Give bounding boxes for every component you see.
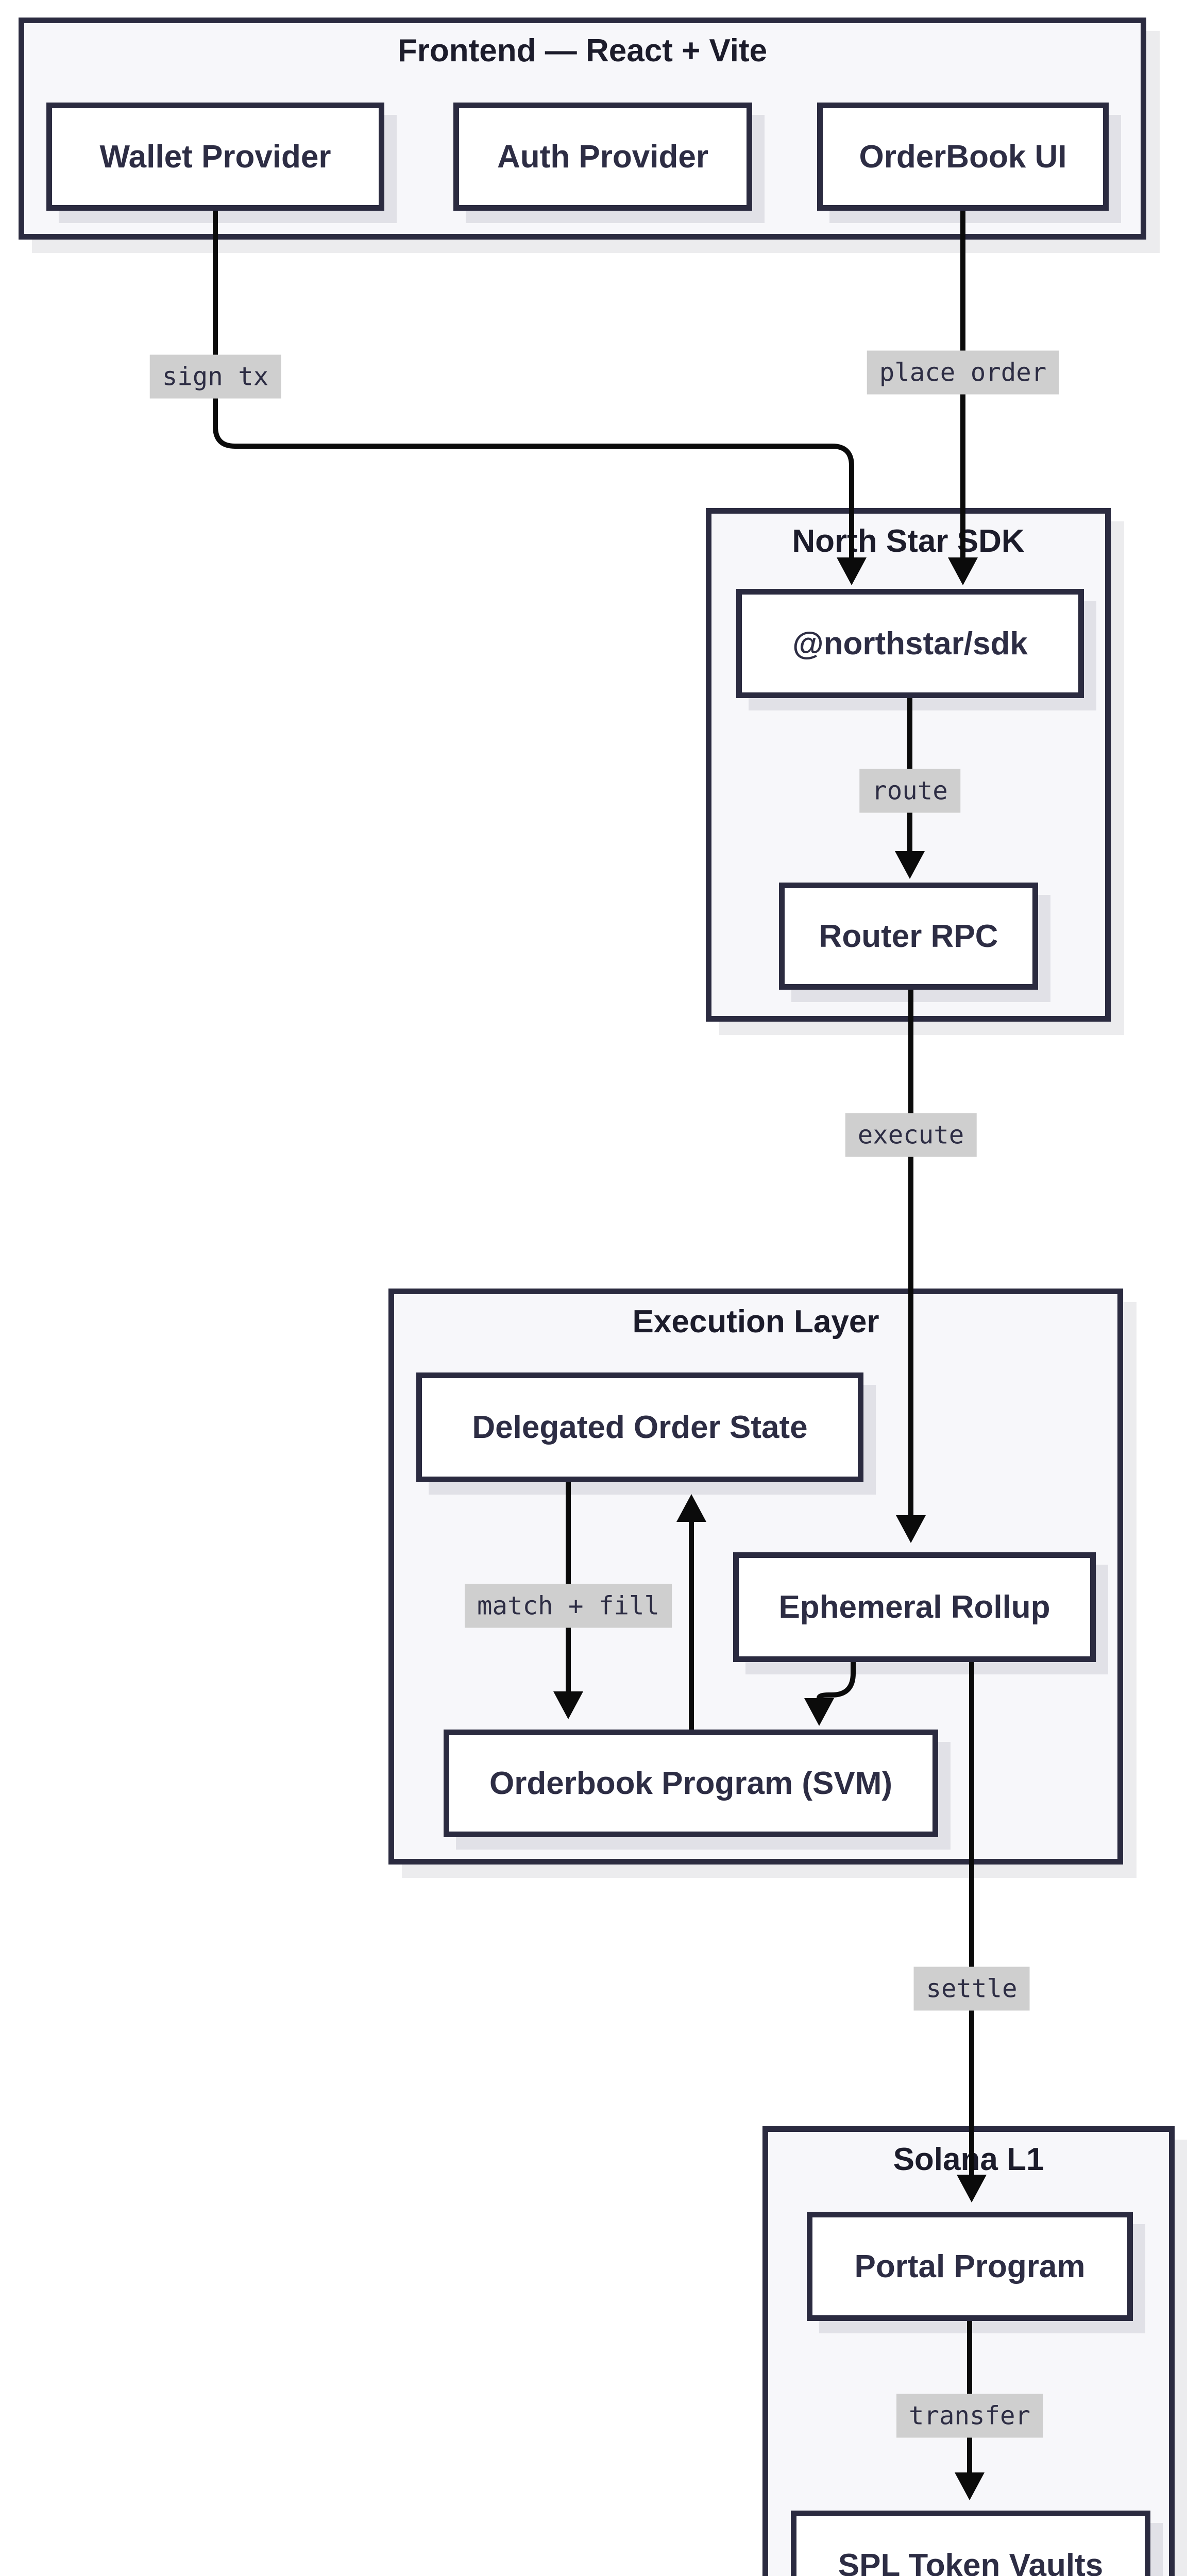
edge-label-route: route xyxy=(859,769,960,813)
node-northstar-sdk-package: @northstar/sdk xyxy=(736,589,1084,698)
node-auth-provider-label: Auth Provider xyxy=(497,139,708,175)
edge-label-sign-tx: sign tx xyxy=(149,354,281,399)
node-wallet-provider-label: Wallet Provider xyxy=(99,139,331,175)
edge-label-transfer: transfer xyxy=(896,2394,1043,2438)
edge-label-match-fill: match + fill xyxy=(464,1584,672,1628)
node-orderbook-program: Orderbook Program (SVM) xyxy=(444,1730,938,1837)
node-ephemeral-rollup: Ephemeral Rollup xyxy=(733,1552,1096,1662)
node-orderbook-program-label: Orderbook Program (SVM) xyxy=(489,1766,892,1801)
edge-sign-tx xyxy=(213,211,854,557)
node-portal-program: Portal Program xyxy=(807,2212,1133,2321)
cluster-execution-layer-title: Execution Layer xyxy=(632,1304,879,1340)
node-router-rpc: Router RPC xyxy=(779,883,1038,990)
node-delegated-order-state-label: Delegated Order State xyxy=(472,1410,808,1445)
node-northstar-sdk-package-label: @northstar/sdk xyxy=(792,625,1028,662)
node-wallet-provider: Wallet Provider xyxy=(46,103,384,211)
cluster-solana-l1-title: Solana L1 xyxy=(893,2142,1044,2177)
node-portal-program-label: Portal Program xyxy=(854,2248,1086,2284)
node-spl-token-vaults: SPL Token Vaults xyxy=(791,2511,1150,2576)
node-orderbook-ui-label: OrderBook UI xyxy=(859,139,1067,175)
edge-label-settle: settle xyxy=(913,1967,1030,2011)
cluster-solana-l1: Solana L1 xyxy=(762,2126,1175,2576)
node-ephemeral-rollup-label: Ephemeral Rollup xyxy=(778,1589,1050,1625)
node-orderbook-ui: OrderBook UI xyxy=(817,103,1109,211)
edge-label-place-order: place order xyxy=(867,350,1059,395)
node-delegated-order-state: Delegated Order State xyxy=(416,1372,863,1482)
cluster-north-star-sdk-title: North Star SDK xyxy=(792,523,1025,559)
node-auth-provider: Auth Provider xyxy=(453,103,752,211)
cluster-frontend-title: Frontend — React + Vite xyxy=(397,33,768,69)
edge-label-execute: execute xyxy=(845,1113,977,1157)
node-router-rpc-label: Router RPC xyxy=(819,918,998,954)
node-spl-token-vaults-label: SPL Token Vaults xyxy=(838,2547,1104,2576)
